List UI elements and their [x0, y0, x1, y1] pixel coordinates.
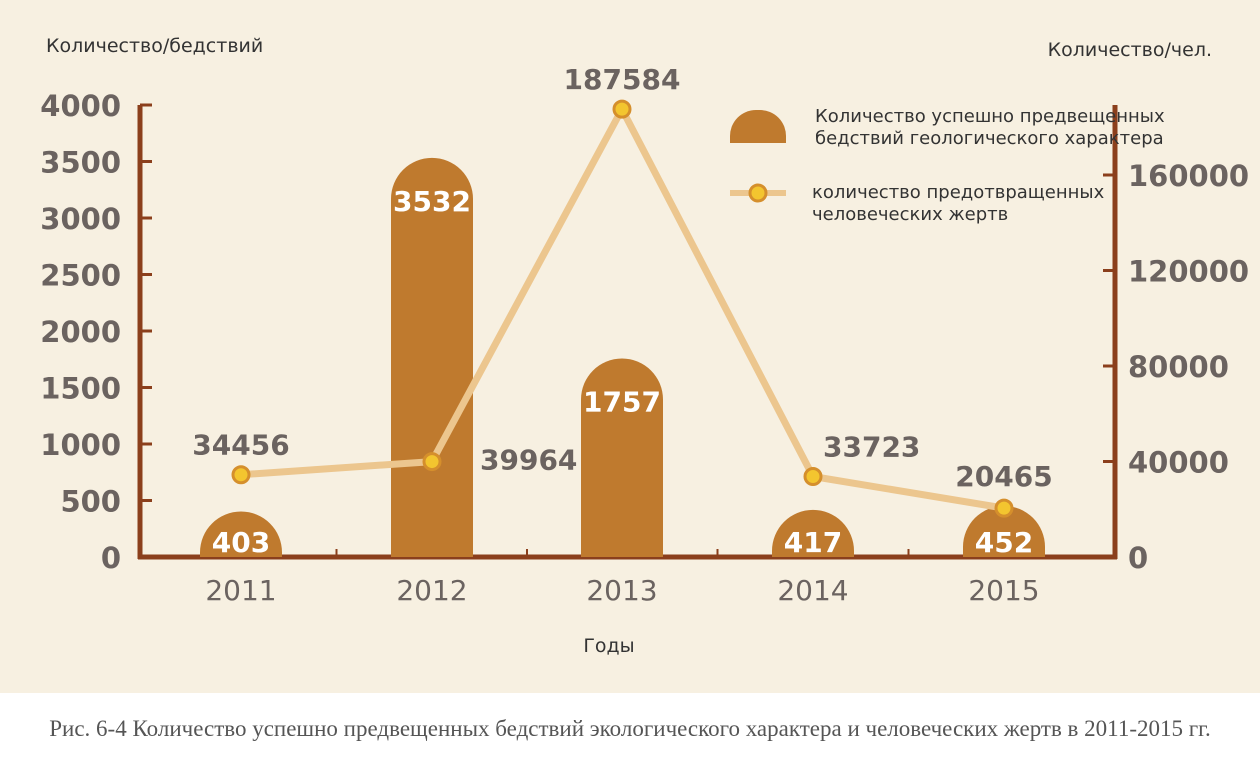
x-tick-label: 2015 — [968, 574, 1039, 607]
bar-value-label: 1757 — [583, 385, 661, 418]
y-tick-label: 0 — [101, 541, 121, 575]
line-value-label: 20465 — [955, 460, 1052, 493]
y-tick-label: 3000 — [40, 202, 121, 236]
y-tick-label: 1000 — [40, 428, 121, 462]
y-tick-label: 2500 — [40, 259, 121, 293]
y-tick-label: 3500 — [40, 146, 121, 180]
chart: Количество/бедствий Количество/чел. Годы… — [40, 35, 1249, 657]
bar-2014 — [772, 509, 854, 557]
y2-tick-label: 40000 — [1128, 446, 1229, 480]
y2-tick-label: 120000 — [1128, 255, 1249, 289]
bar-2013 — [581, 358, 663, 557]
y2-tick-label: 80000 — [1128, 350, 1229, 384]
line-point-2012 — [422, 452, 442, 472]
y-axis-title: Количество/бедствий — [46, 35, 263, 57]
line-point-2015 — [994, 498, 1014, 518]
y-tick-label: 4000 — [40, 89, 121, 123]
legend-line-label: количество предотвращенных — [812, 182, 1105, 203]
legend-bar-label: Количество успешно предвещенных — [815, 106, 1165, 127]
x-tick-label: 2014 — [777, 574, 848, 607]
figure-caption: Рис. 6-4 Количество успешно предвещенных… — [49, 716, 1211, 741]
x-tick-label: 2011 — [205, 574, 276, 607]
bar-2011 — [200, 511, 282, 557]
y-tick-label: 500 — [60, 485, 121, 519]
y2-tick-label: 160000 — [1128, 159, 1249, 193]
y-tick-label: 2000 — [40, 315, 121, 349]
y2-axis-title: Количество/чел. — [1048, 39, 1212, 61]
bar-value-label: 452 — [975, 526, 1033, 559]
bar-value-label: 403 — [212, 526, 270, 559]
legend-bar-label: бедствий геологического характера — [815, 128, 1164, 149]
x-tick-label: 2012 — [396, 574, 467, 607]
x-tick-label: 2013 — [586, 574, 657, 607]
legend-line-label: человеческих жертв — [812, 204, 1008, 225]
x-axis-title: Годы — [583, 635, 634, 657]
line-value-label: 39964 — [480, 444, 577, 477]
line-value-label: 34456 — [192, 429, 289, 462]
bar-value-label: 417 — [784, 526, 842, 559]
y-tick-label: 1500 — [40, 372, 121, 406]
y2-tick-label: 0 — [1128, 541, 1148, 575]
line-point-2014 — [803, 466, 823, 486]
line-value-label: 33723 — [823, 430, 920, 463]
bar-2015 — [963, 505, 1045, 557]
line-point-2011 — [231, 465, 251, 485]
bar-value-label: 3532 — [393, 185, 471, 218]
line-point-2013 — [612, 99, 632, 119]
bar-2012 — [391, 157, 473, 558]
legend-line-marker — [748, 183, 768, 203]
line-value-label: 187584 — [564, 63, 681, 96]
chart-panel: Количество/бедствий Количество/чел. Годы… — [0, 0, 1260, 693]
legend-bar-swatch — [730, 110, 786, 143]
